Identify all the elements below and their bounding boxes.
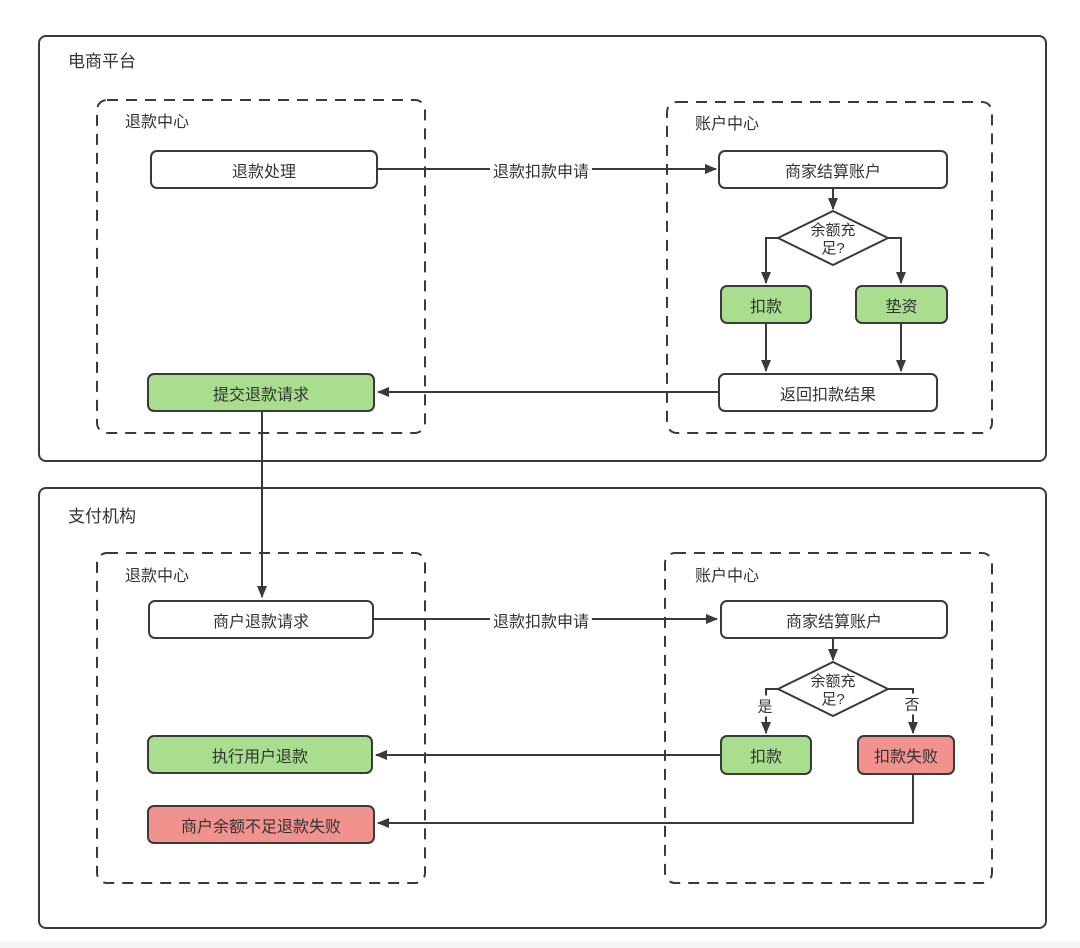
node-deduct-bottom: 扣款 [720,735,812,775]
decision-label-top: 余额充足? [810,222,856,257]
platform-account-center-title: 账户中心 [695,116,760,133]
page-edge [0,942,1080,948]
platform-refund-center-title: 退款中心 [125,114,190,131]
node-submit-refund: 提交退款请求 [147,373,375,412]
node-merchant-account-top: 商家结算账户 [718,150,948,189]
container-ecommerce-platform [38,35,1047,462]
node-deduct-fail: 扣款失败 [857,735,955,775]
decision-diamond-top [775,209,891,267]
node-insufficient-refund-fail: 商户余额不足退款失败 [147,805,375,844]
decision-diamond-bottom [775,660,891,718]
edge-decision-top-to-deduct [761,237,781,284]
container-payment-institution [38,487,1047,929]
payment-institution-title: 支付机构 [68,507,136,526]
edge-label-refund-deduct-request-top: 退款扣款申请 [489,157,593,183]
edge-decision-bottom-no-to-deduct-fail [886,688,918,734]
node-merchant-refund-request: 商户退款请求 [148,600,374,639]
node-advance: 垫资 [855,285,948,324]
lane-payment-account-center [664,552,993,884]
decision-label-bottom: 余额充足? [810,673,856,708]
edge-label-refund-deduct-request-bottom: 退款扣款申请 [489,607,593,633]
payment-refund-center-title: 退款中心 [125,568,190,585]
lane-platform-account-center [666,101,993,434]
branch-label-no: 否 [903,693,921,715]
node-merchant-account-bottom: 商家结算账户 [720,600,948,639]
node-return-result: 返回扣款结果 [718,373,938,412]
payment-account-center-title: 账户中心 [695,568,760,585]
edge-deduct-fail-to-insufficient-fail [377,775,914,828]
branch-label-yes: 是 [756,695,774,717]
node-refund-process: 退款处理 [150,150,378,189]
node-deduct-top: 扣款 [720,285,812,324]
ecommerce-platform-title: 电商平台 [68,52,136,71]
node-execute-refund: 执行用户退款 [147,735,373,774]
edge-decision-top-to-advance [886,237,906,284]
